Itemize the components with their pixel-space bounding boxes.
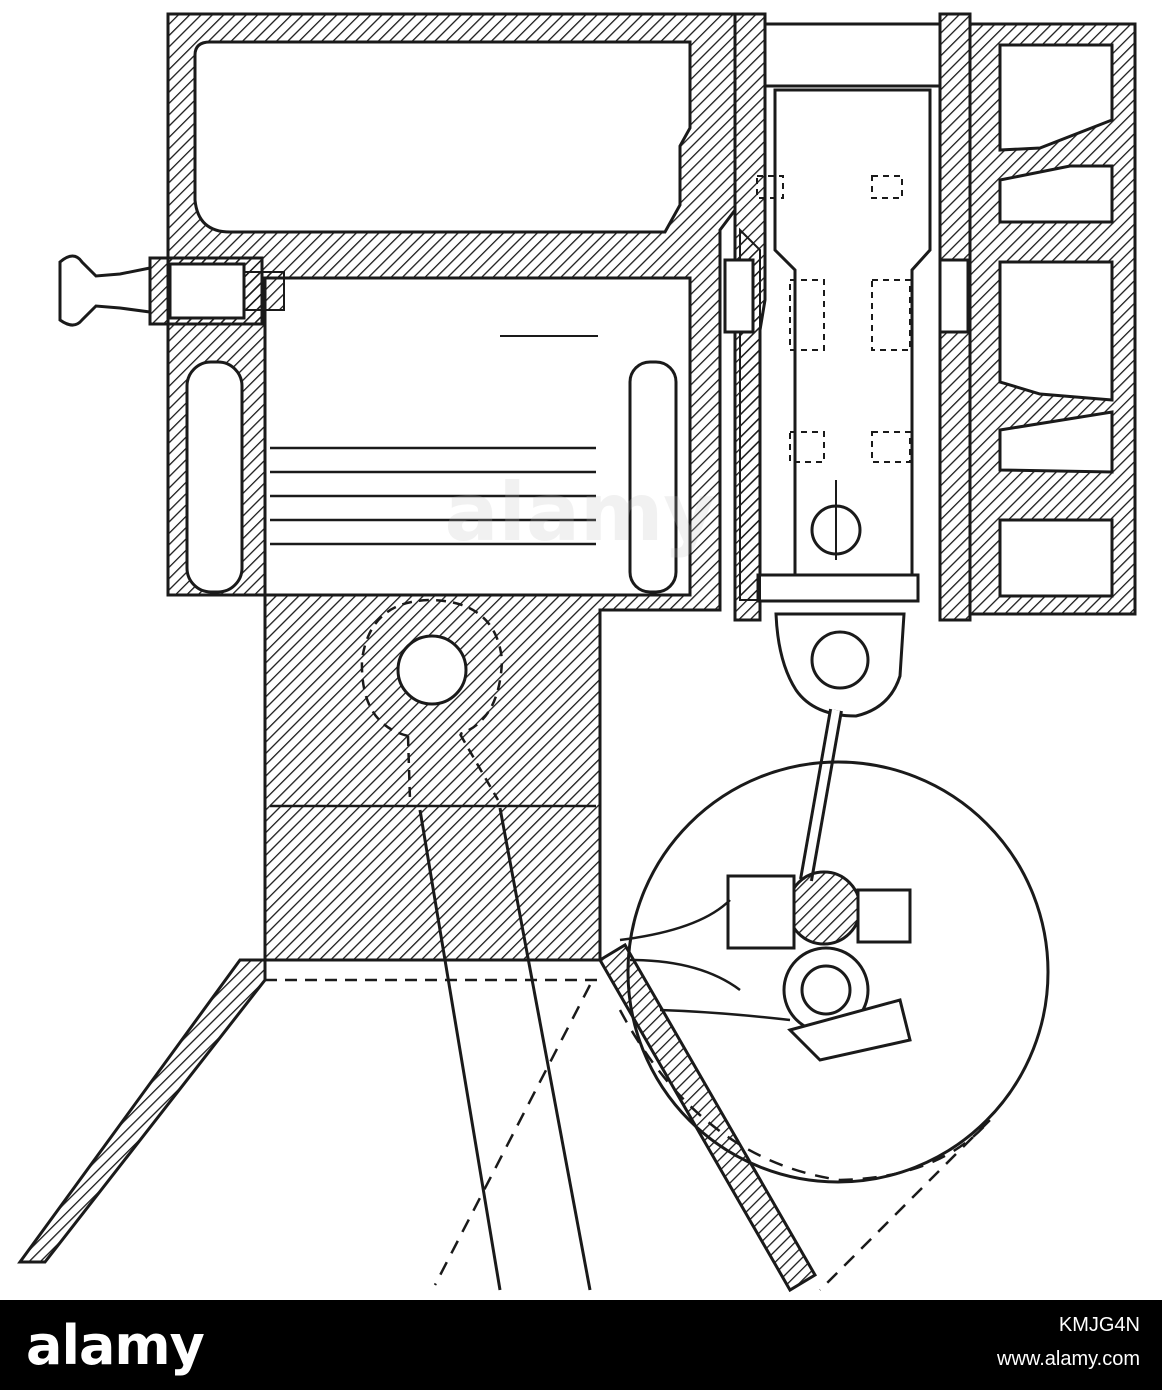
watermark-text: alamy: [445, 466, 716, 559]
engine-cross-section-diagram: alamy: [17, 12, 1137, 1293]
piston: [270, 446, 596, 1291]
jacket-slot-left: [185, 360, 244, 594]
valve-housing: [723, 12, 972, 622]
image-id-label: KMJG4N: [1058, 1314, 1140, 1336]
footer-bar: alamy KMJG4N www.alamy.com: [0, 1300, 1162, 1390]
valve-side-lug-left: [723, 258, 755, 334]
connecting-rod-dashed: [360, 598, 504, 738]
crankcase: [17, 942, 991, 1293]
valve-linkage: [619, 612, 1050, 1184]
site-url-link[interactable]: www.alamy.com: [997, 1348, 1140, 1370]
crankcase-right-wall: [597, 942, 818, 1293]
wrist-pin: [396, 634, 468, 706]
plug-knob: [58, 254, 152, 327]
valve-stem-body: [773, 88, 932, 582]
crank-sweep-dashed: [618, 1009, 991, 1291]
crankcase-left-wall: [17, 958, 267, 1264]
valve-foot: [756, 573, 920, 603]
plug-body: [168, 262, 246, 320]
cam-bracket-left: [726, 874, 796, 950]
cam-wheel: [626, 760, 1050, 1184]
cylinder-block-wall: [166, 12, 737, 962]
jacket-slot-right: [628, 360, 678, 594]
brand-logo[interactable]: alamy: [26, 1314, 205, 1377]
plug-thread: [243, 271, 285, 311]
ignition-plug: [58, 254, 598, 337]
cylinder-block: [166, 12, 737, 962]
cam-hub: [786, 870, 862, 946]
cooling-fins: [968, 22, 1137, 616]
valve-side-lug-right: [938, 258, 970, 334]
valve-bore-top: [763, 22, 942, 88]
cam-bracket-right: [856, 888, 912, 944]
